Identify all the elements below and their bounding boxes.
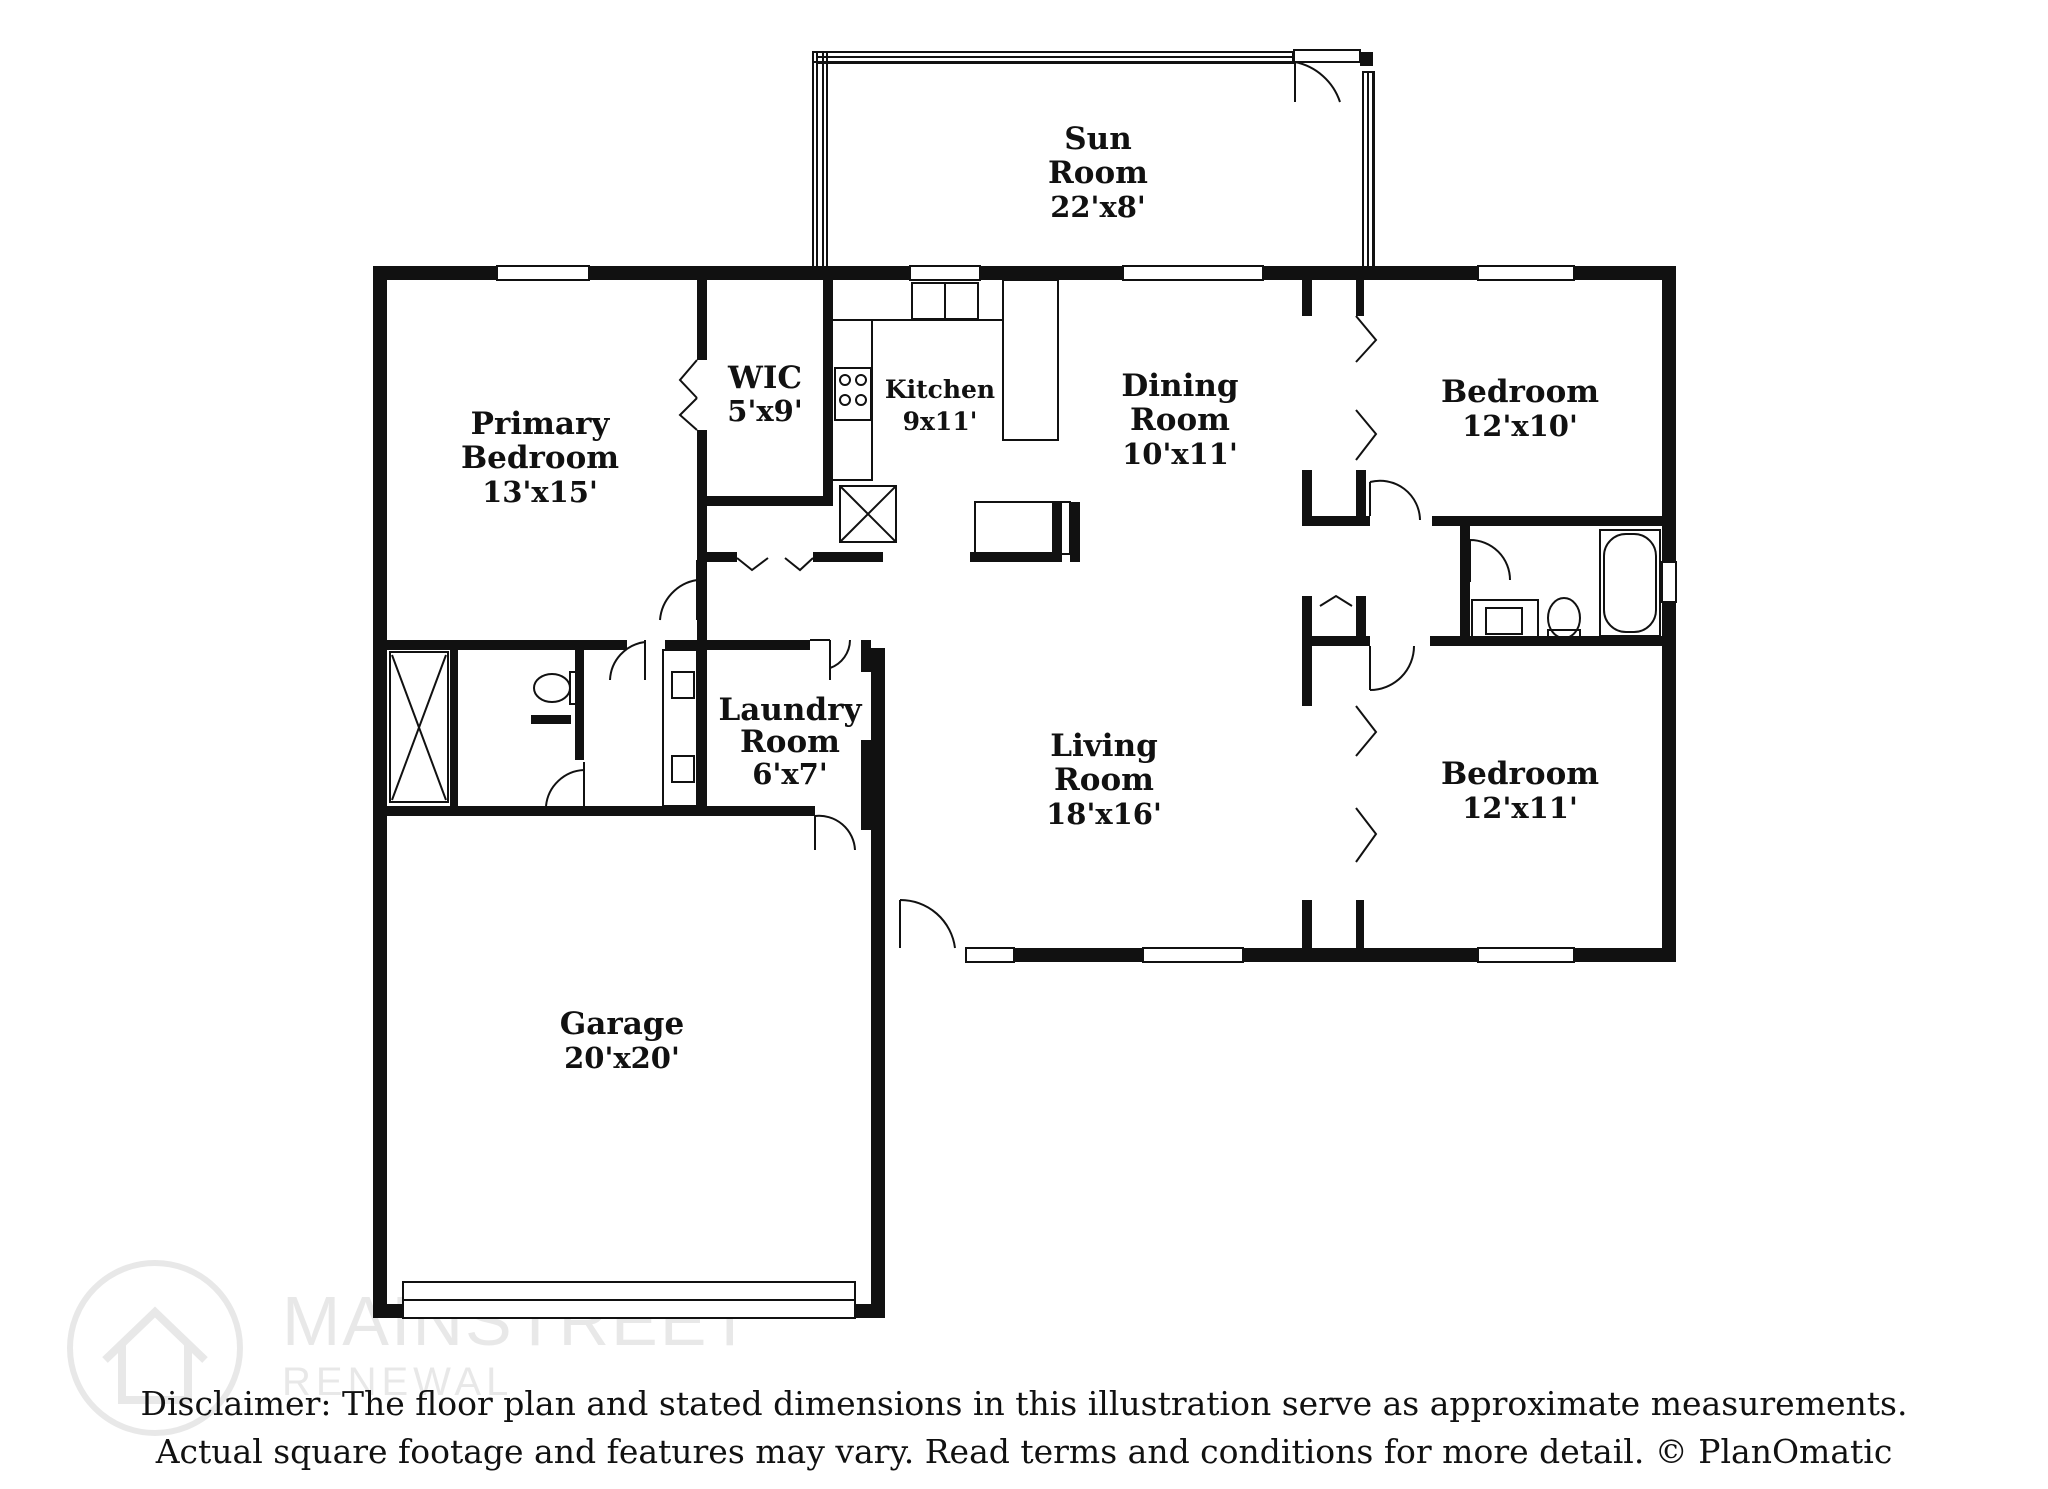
breakfast-bar: [974, 501, 1071, 555]
sink-icon: [1471, 599, 1539, 639]
dining-room-label-2: Room: [1130, 402, 1230, 438]
kitchen-counter: [833, 279, 1059, 441]
bedroom-2-label: Bedroom: [1441, 756, 1599, 792]
sink-icon: [671, 671, 695, 699]
living-room-dim: 18'x16': [1046, 797, 1162, 831]
dining-room-label: Dining: [1121, 368, 1238, 404]
watermark-subbrand: RENEWAL: [282, 1360, 513, 1404]
disclaimer-line-2: Actual square footage and features may v…: [155, 1432, 1893, 1471]
laundry-room-label: Laundry: [719, 692, 863, 728]
sun-room-door: [1293, 49, 1373, 103]
vanity: [662, 649, 698, 807]
wic-dim: 5'x9': [727, 394, 802, 428]
laundry-room-label-2: Room: [740, 724, 840, 760]
stove-icon: [834, 367, 872, 421]
sun-room-label: Sun: [1064, 121, 1131, 157]
window-dining: [1122, 265, 1264, 281]
sun-room-dim: 22'x8': [1050, 190, 1146, 224]
dining-room-dim: 10'x11': [1122, 437, 1238, 471]
window-bedroom-2: [1477, 947, 1575, 963]
watermark-logo-icon: [67, 1260, 243, 1436]
primary-bedroom-dim: 13'x15': [482, 475, 598, 509]
window-living-2: [1142, 947, 1244, 963]
refrigerator-icon: [839, 485, 897, 543]
toilet-icon: [1547, 597, 1581, 639]
shower-icon: [389, 651, 449, 803]
room-labels: Sun Room 22'x8' Primary Bedroom 13'x15' …: [461, 121, 1599, 1075]
living-room-label-2: Room: [1054, 762, 1154, 798]
bedroom-1-dim: 12'x10': [1462, 409, 1578, 443]
bedroom-1-label: Bedroom: [1441, 374, 1599, 410]
disclaimer-line-1: Disclaimer: The floor plan and stated di…: [140, 1384, 1908, 1423]
primary-bedroom-label: Primary: [471, 406, 611, 442]
laundry-room-dim: 6'x7': [752, 757, 827, 791]
window-kitchen: [909, 265, 981, 281]
windows: [402, 265, 1677, 1319]
primary-bedroom-label-2: Bedroom: [461, 440, 619, 476]
kitchen-dim: 9x11': [903, 407, 978, 436]
toilet-icon: [533, 673, 571, 703]
bathtub-icon: [1599, 529, 1661, 637]
bedroom-2-dim: 12'x11': [1462, 791, 1578, 825]
doors: [545, 315, 1511, 949]
window-bath: [1661, 561, 1677, 603]
watermark-house-icon: [102, 1306, 208, 1404]
garage-label: Garage: [560, 1006, 684, 1042]
window-primary-bedroom: [496, 265, 590, 281]
window-bedroom-1: [1477, 265, 1575, 281]
window-living-1: [965, 947, 1015, 963]
wic-label: WIC: [727, 360, 802, 396]
interior-walls: [387, 280, 1676, 962]
sun-room-label-2: Room: [1048, 155, 1148, 191]
fixtures: [389, 279, 1661, 807]
sink-icon: [671, 755, 695, 783]
kitchen-label: Kitchen: [885, 375, 995, 404]
living-room-label: Living: [1050, 728, 1158, 764]
garage-dim: 20'x20': [564, 1041, 680, 1075]
